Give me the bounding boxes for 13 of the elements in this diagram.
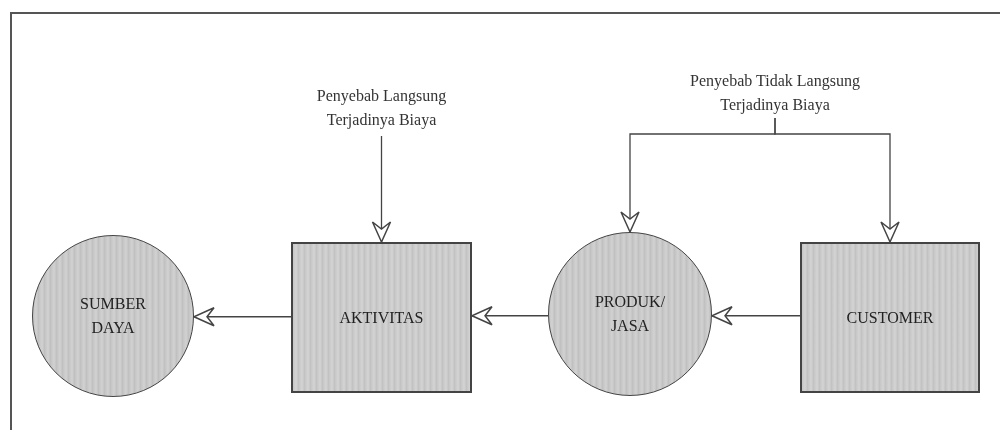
- node-text: Penyebab Langsung Terjadinya Biaya: [315, 86, 448, 131]
- node-text: PRODUK/ JASA: [593, 292, 667, 336]
- arrow: [371, 135, 392, 243]
- arrow: [471, 306, 549, 326]
- arrow: [193, 307, 292, 327]
- process-box: [291, 242, 472, 393]
- node-text: SUMBER DAYA: [79, 294, 147, 338]
- arrow: [774, 117, 900, 243]
- node-text: Penyebab Tidak Langsung Terjadinya Biaya: [689, 71, 861, 116]
- node-text: CUSTOMER: [845, 307, 935, 328]
- node-text: AKTIVITAS: [338, 307, 425, 328]
- arrow: [711, 306, 801, 326]
- process-box: [800, 242, 980, 393]
